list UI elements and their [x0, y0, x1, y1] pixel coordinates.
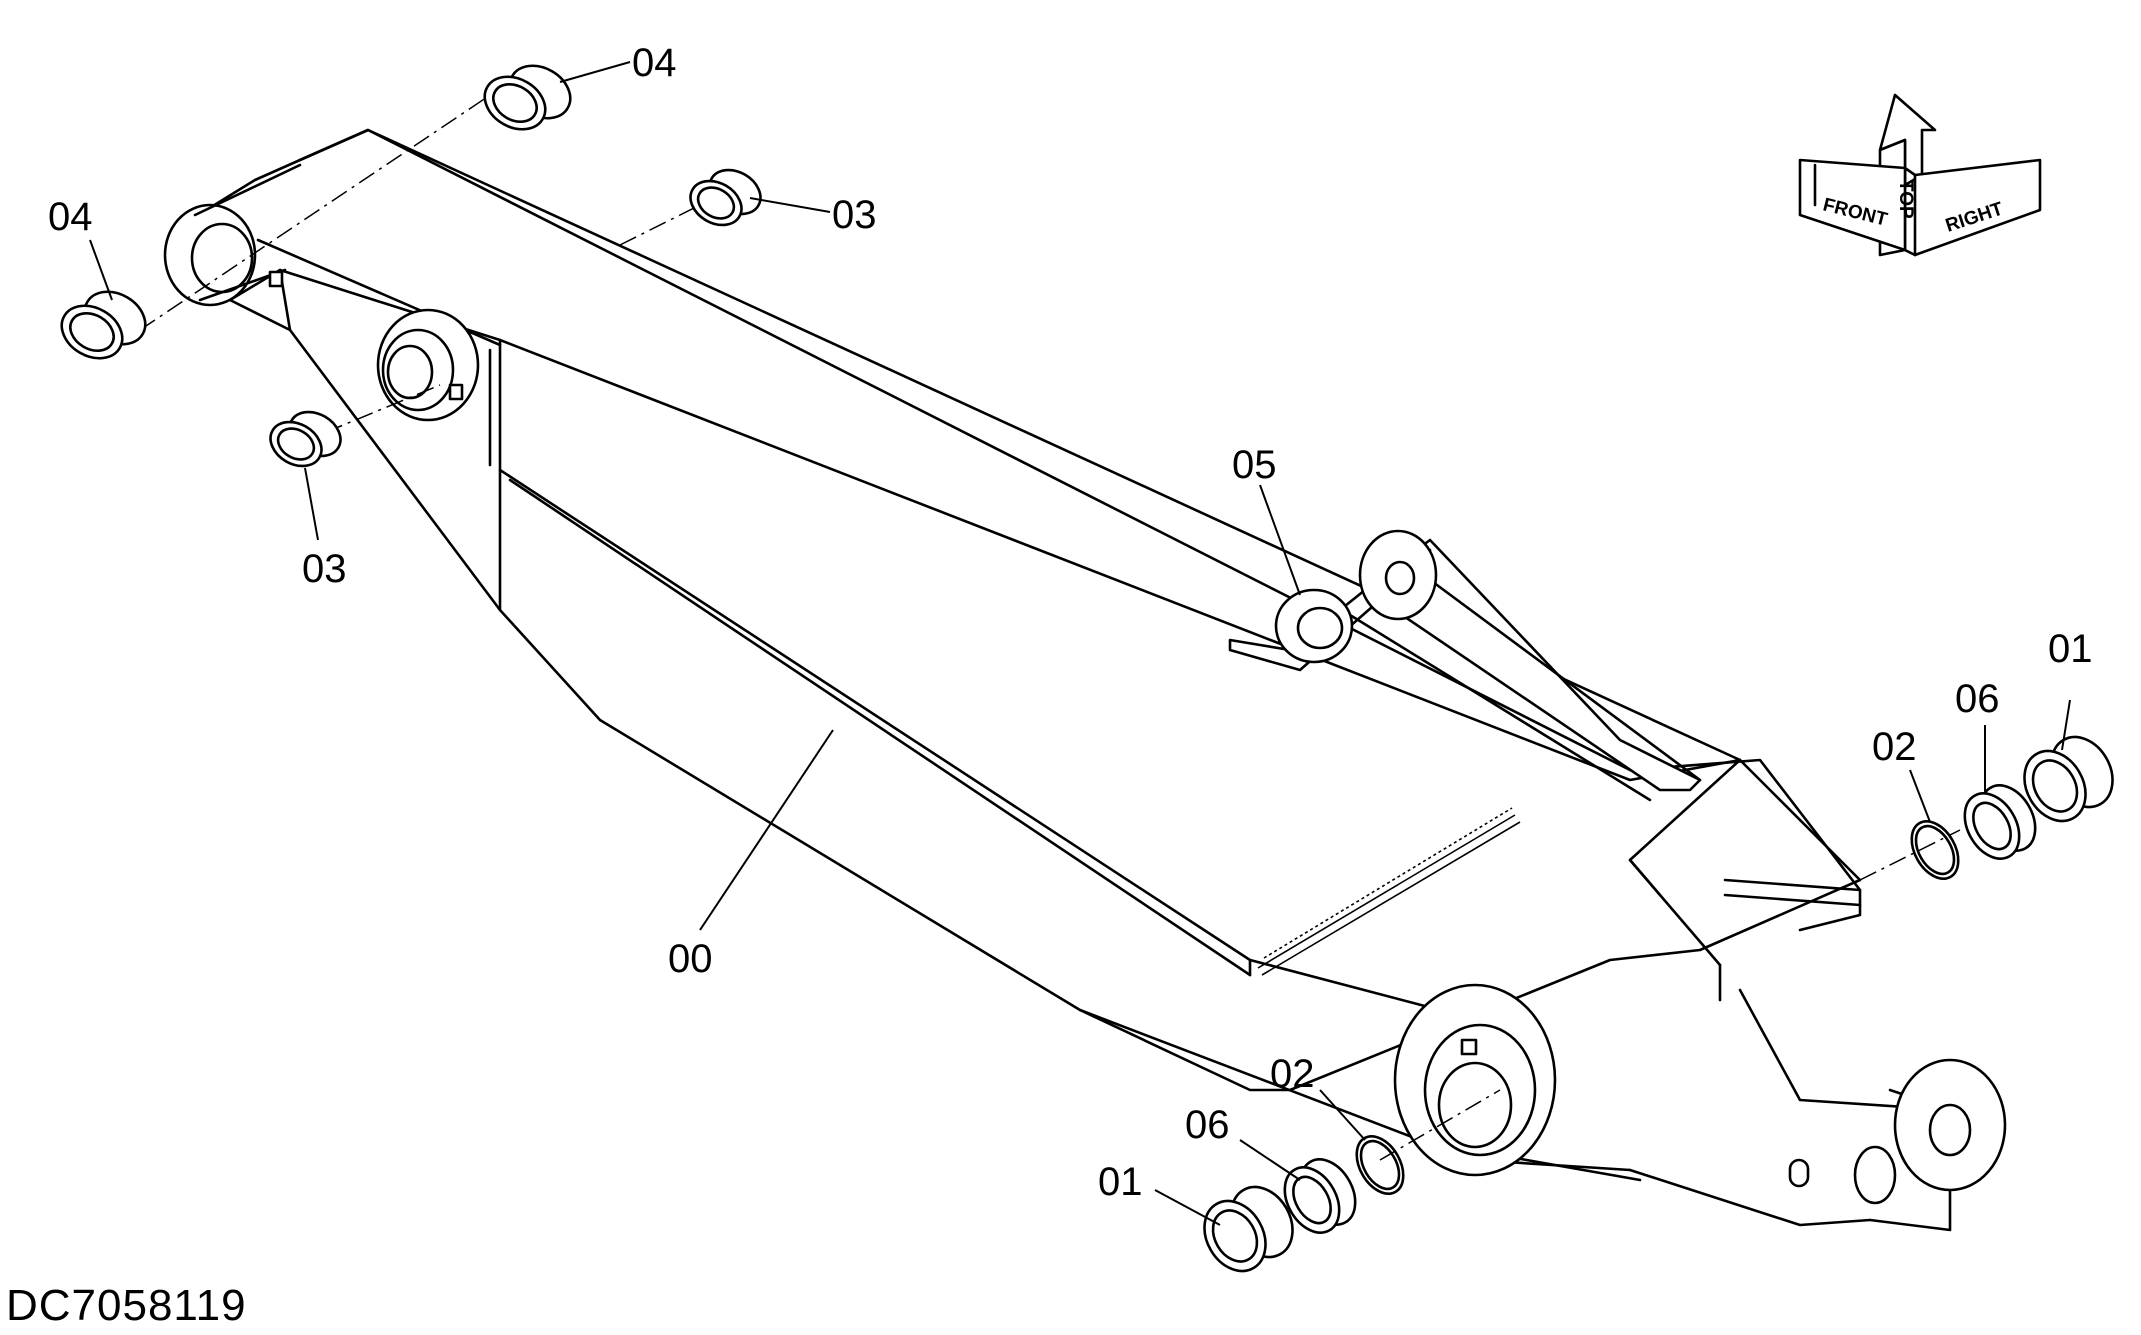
ring-02-lower	[1355, 1135, 1405, 1195]
callout-02-lower: 02	[1270, 1052, 1315, 1096]
bushing-01-lower	[1203, 1185, 1294, 1273]
callout-00: 00	[668, 937, 713, 981]
bushing-04-left	[60, 290, 147, 360]
rear-boss	[163, 163, 302, 307]
ring-02-upper	[1910, 820, 1960, 880]
callout-01-lower: 01	[1098, 1160, 1143, 1204]
boom-arm-body	[188, 128, 1952, 1232]
bushing-04-top	[483, 64, 572, 131]
collar-06-lower	[1283, 1158, 1357, 1234]
axis-line-rear	[139, 74, 521, 331]
callout-05: 05	[1232, 443, 1277, 487]
bushing-03-lower	[269, 410, 342, 468]
callout-06-lower: 06	[1185, 1103, 1230, 1147]
callout-06-upper: 06	[1955, 677, 2000, 721]
callout-04-left: 04	[48, 195, 93, 239]
callout-02-upper: 02	[1872, 725, 1917, 769]
leader-lines	[89, 61, 2071, 1226]
top-bracket	[1228, 529, 1702, 802]
side-boss	[376, 308, 480, 422]
callout-03-top: 03	[832, 193, 877, 237]
orientation-top-label: TOP	[1895, 180, 1916, 219]
callout-04-top: 04	[632, 41, 677, 85]
callout-03-lower: 03	[302, 547, 347, 591]
callout-01-upper: 01	[2048, 627, 2093, 671]
orientation-indicator: FRONT TOP RIGHT	[1798, 93, 2042, 257]
bushing-01-upper	[2023, 735, 2114, 823]
axis-line-front-lower	[1379, 1089, 1501, 1161]
bushing-03-top	[689, 168, 762, 227]
drawing-code: DC7058119	[6, 1281, 247, 1330]
front-lower-boss	[1393, 983, 1557, 1177]
front-tip-boss	[1788, 1058, 2007, 1205]
callout-labels: 04 04 03 03 05 00 02 06 01 02 06 01	[48, 41, 2093, 1204]
collar-06-upper	[1963, 784, 2037, 860]
